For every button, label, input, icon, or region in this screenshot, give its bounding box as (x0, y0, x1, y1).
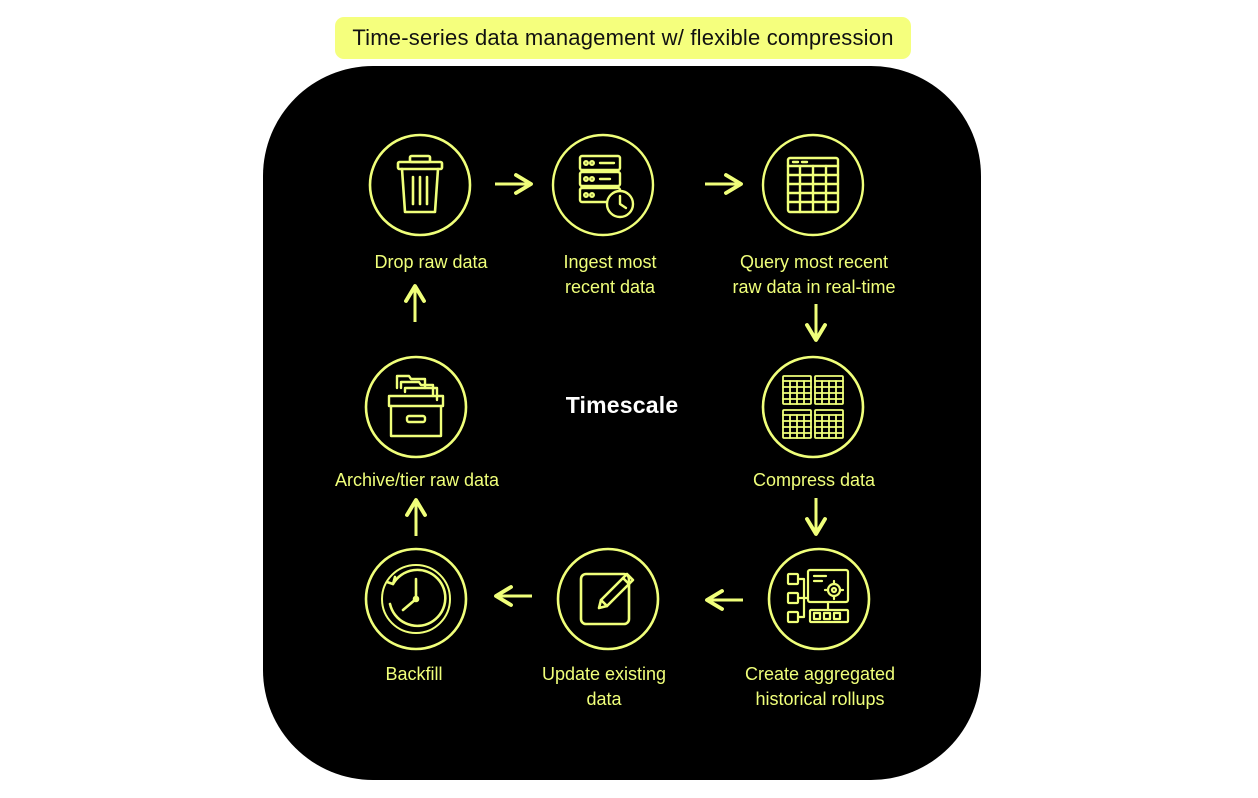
diagram-title: Time-series data management w/ flexible … (335, 17, 911, 59)
compressed-tables-icon (761, 355, 865, 459)
table-grid-icon (761, 133, 865, 237)
step-label-ingest: Ingest most recent data (563, 252, 657, 297)
trash-can-icon (368, 133, 472, 237)
step-label-backfill: Backfill (385, 664, 443, 684)
cycle-arrows (404, 173, 827, 611)
history-clock-icon (364, 547, 468, 651)
step-label-drop-raw-data: Drop raw data (374, 252, 488, 272)
server-clock-icon (551, 133, 655, 237)
step-label-update: Update existing data (541, 664, 667, 709)
brand-logo-text: Timescale (565, 392, 679, 418)
edit-pencil-icon (556, 547, 660, 651)
archive-drawer-icon (364, 355, 468, 459)
step-label-archive: Archive/tier raw data (334, 470, 500, 490)
step-label-rollups: Create aggregated historical rollups (744, 664, 896, 709)
hierarchy-settings-icon (767, 547, 871, 651)
cycle-panel: Timescale Drop raw data Ingest most rece… (263, 66, 981, 780)
step-label-compress: Compress data (752, 470, 876, 490)
step-label-query: Query most recent raw data in real-time (732, 252, 896, 297)
